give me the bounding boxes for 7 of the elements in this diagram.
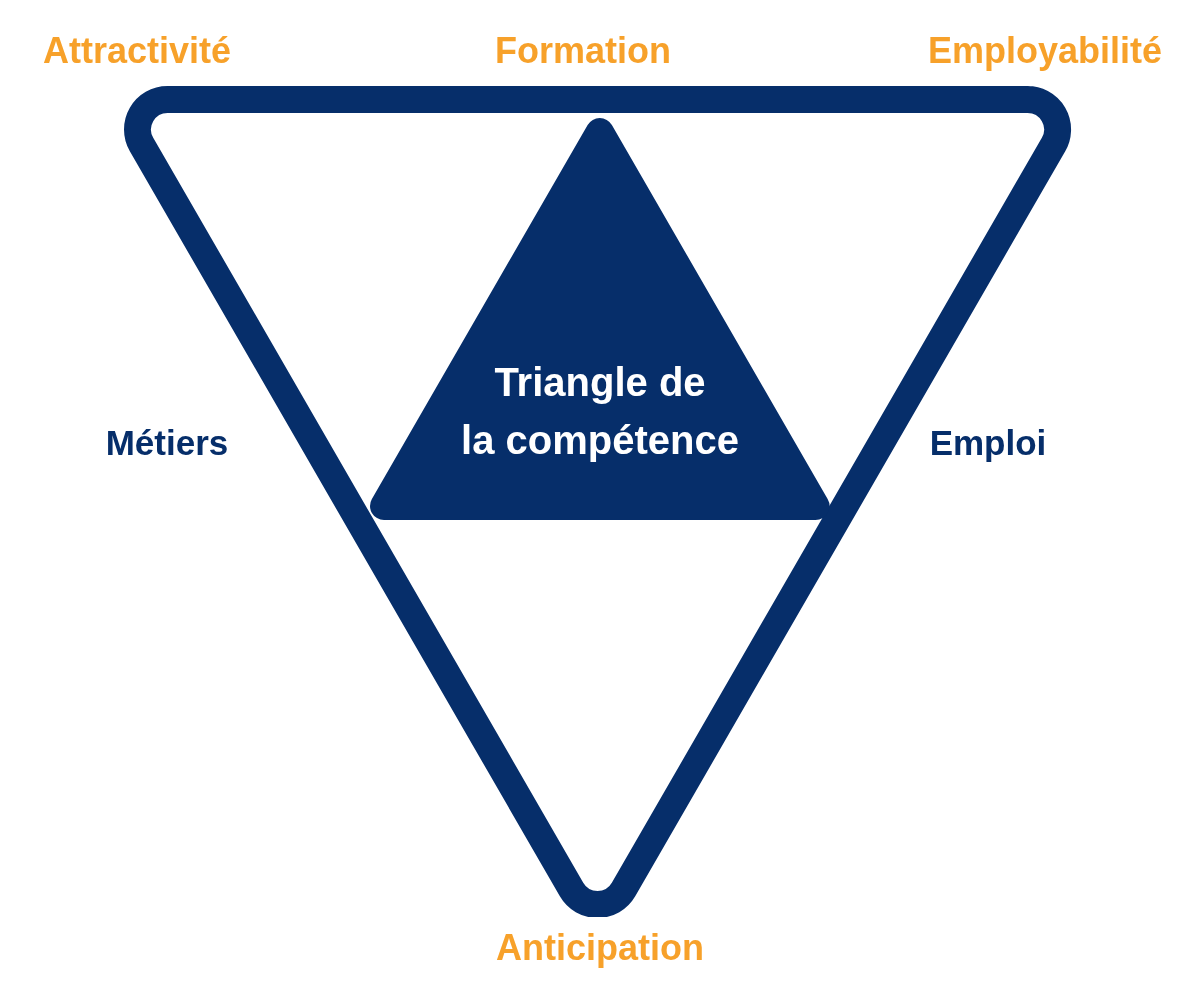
triangle-title: Triangle de la compétence <box>460 359 740 464</box>
side-label: Métiers <box>105 423 229 464</box>
corner-label: Attractivité <box>42 30 232 72</box>
corner-label: Anticipation <box>496 927 704 969</box>
side-label: Emploi <box>929 423 1047 464</box>
side-label: Formation <box>495 30 671 72</box>
corner-label: Employabilité <box>927 30 1163 72</box>
